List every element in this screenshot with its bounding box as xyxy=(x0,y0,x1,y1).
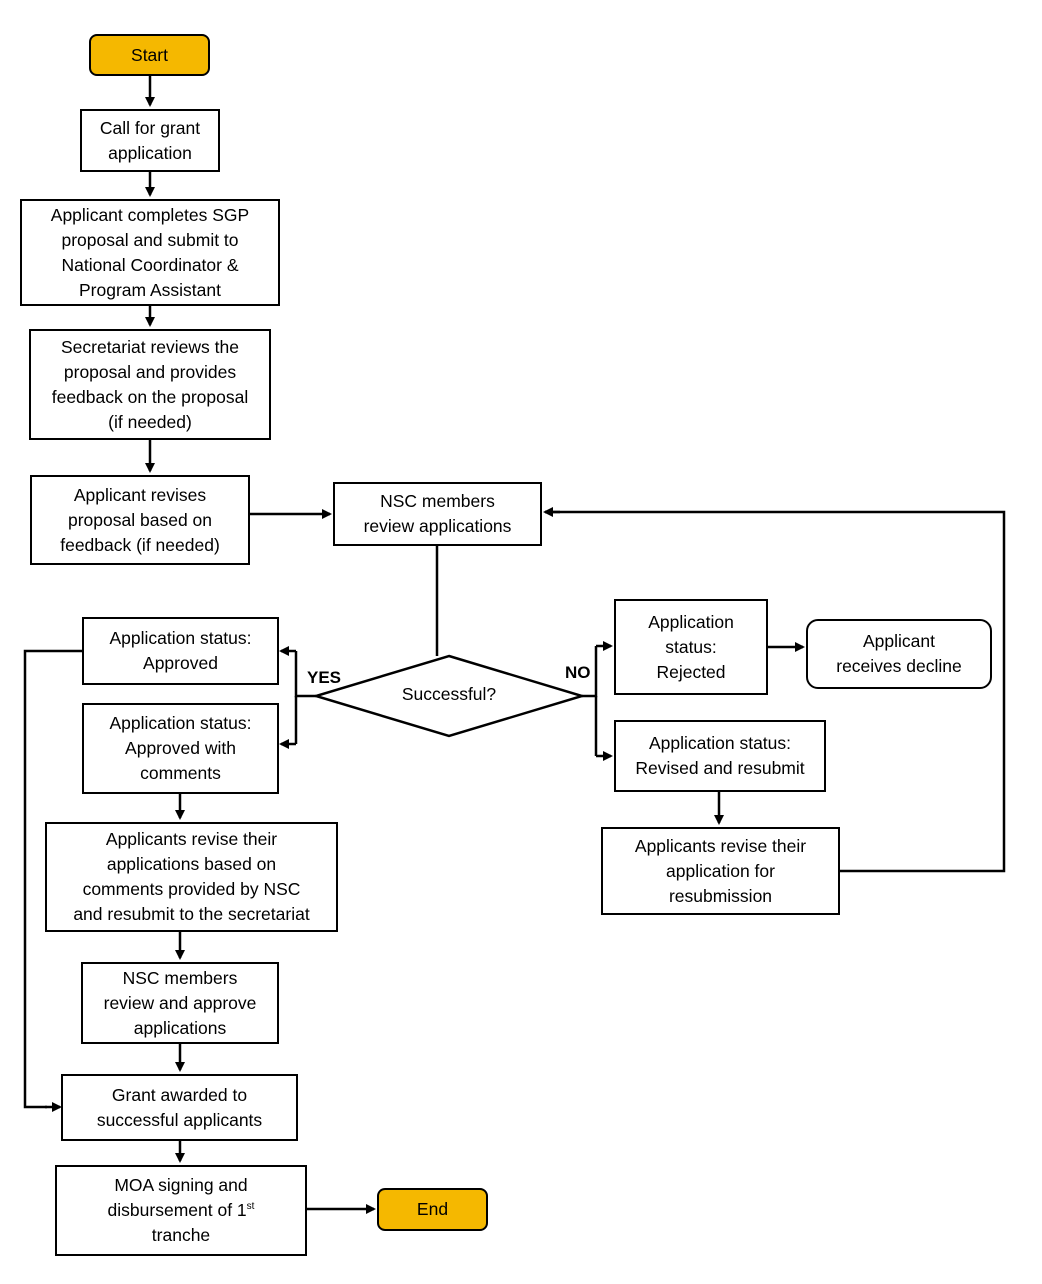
secretariat-reviews-label: Secretariat reviews the proposal and pro… xyxy=(51,336,249,432)
status-rejected-node: Application status: Rejected xyxy=(614,599,768,695)
status-approved-comments-node: Application status: Approved with commen… xyxy=(82,703,279,794)
nsc-approve-label: NSC members review and approve applicati… xyxy=(103,967,257,1038)
end-label: End xyxy=(416,1199,449,1219)
line-approved-to-grant xyxy=(23,649,82,1109)
decision-label: Successful? xyxy=(401,684,497,704)
nsc-review-node: NSC members review applications xyxy=(333,482,542,546)
status-approved-label: Application status: Approved xyxy=(109,628,252,673)
call-for-grant-label: Call for grant application xyxy=(99,117,201,163)
nsc-approve-node: NSC members review and approve applicati… xyxy=(81,962,279,1044)
status-resubmit-node: Application status: Revised and resubmit xyxy=(614,720,826,792)
applicant-revises-node: Applicant revises proposal based on feed… xyxy=(30,475,250,565)
start-node: Start xyxy=(89,34,210,76)
revise-comments-node: Applicants revise their applications bas… xyxy=(45,822,338,932)
applicant-completes-label: Applicant completes SGP proposal and sub… xyxy=(50,204,250,300)
moa-line2: disbursement of 1 xyxy=(107,1200,247,1220)
status-resubmit-label: Application status: Revised and resubmit xyxy=(635,733,805,778)
start-label: Start xyxy=(131,44,168,65)
moa-line1: MOA signing and xyxy=(114,1175,248,1195)
yes-label: YES xyxy=(307,668,342,687)
moa-signing-node: MOA signing and disbursement of 1st tranch… xyxy=(55,1165,307,1256)
moa-line3: tranche xyxy=(151,1225,211,1245)
status-approved-comments-label: Application status: Approved with commen… xyxy=(109,713,252,783)
call-for-grant-node: Call for grant application xyxy=(80,109,220,172)
grant-awarded-node: Grant awarded to successful applicants xyxy=(61,1074,298,1141)
nsc-review-label: NSC members review applications xyxy=(363,491,512,536)
decision-diamond xyxy=(311,654,587,738)
decline-label: Applicant receives decline xyxy=(836,631,962,676)
applicant-completes-node: Applicant completes SGP proposal and sub… xyxy=(20,199,280,306)
applicant-revises-label: Applicant revises proposal based on feed… xyxy=(60,484,220,555)
revise-resubmission-label: Applicants revise their application for … xyxy=(634,835,807,906)
no-label: NO xyxy=(565,663,591,682)
revise-comments-label: Applicants revise their applications bas… xyxy=(73,829,310,924)
line-resubmission-loop xyxy=(545,510,1006,873)
status-approved-node: Application status: Approved xyxy=(82,617,279,685)
decline-node: Applicant receives decline xyxy=(806,619,992,689)
moa-signing-text: MOA signing and disbursement of 1st tranch… xyxy=(104,1173,259,1248)
revise-resubmission-node: Applicants revise their application for … xyxy=(601,827,840,915)
end-node: End xyxy=(377,1188,488,1231)
status-rejected-label: Application status: Rejected xyxy=(648,611,734,682)
moa-superscript: st xyxy=(246,1201,255,1213)
secretariat-reviews-node: Secretariat reviews the proposal and pro… xyxy=(29,329,271,440)
grant-awarded-label: Grant awarded to successful applicants xyxy=(96,1084,263,1130)
